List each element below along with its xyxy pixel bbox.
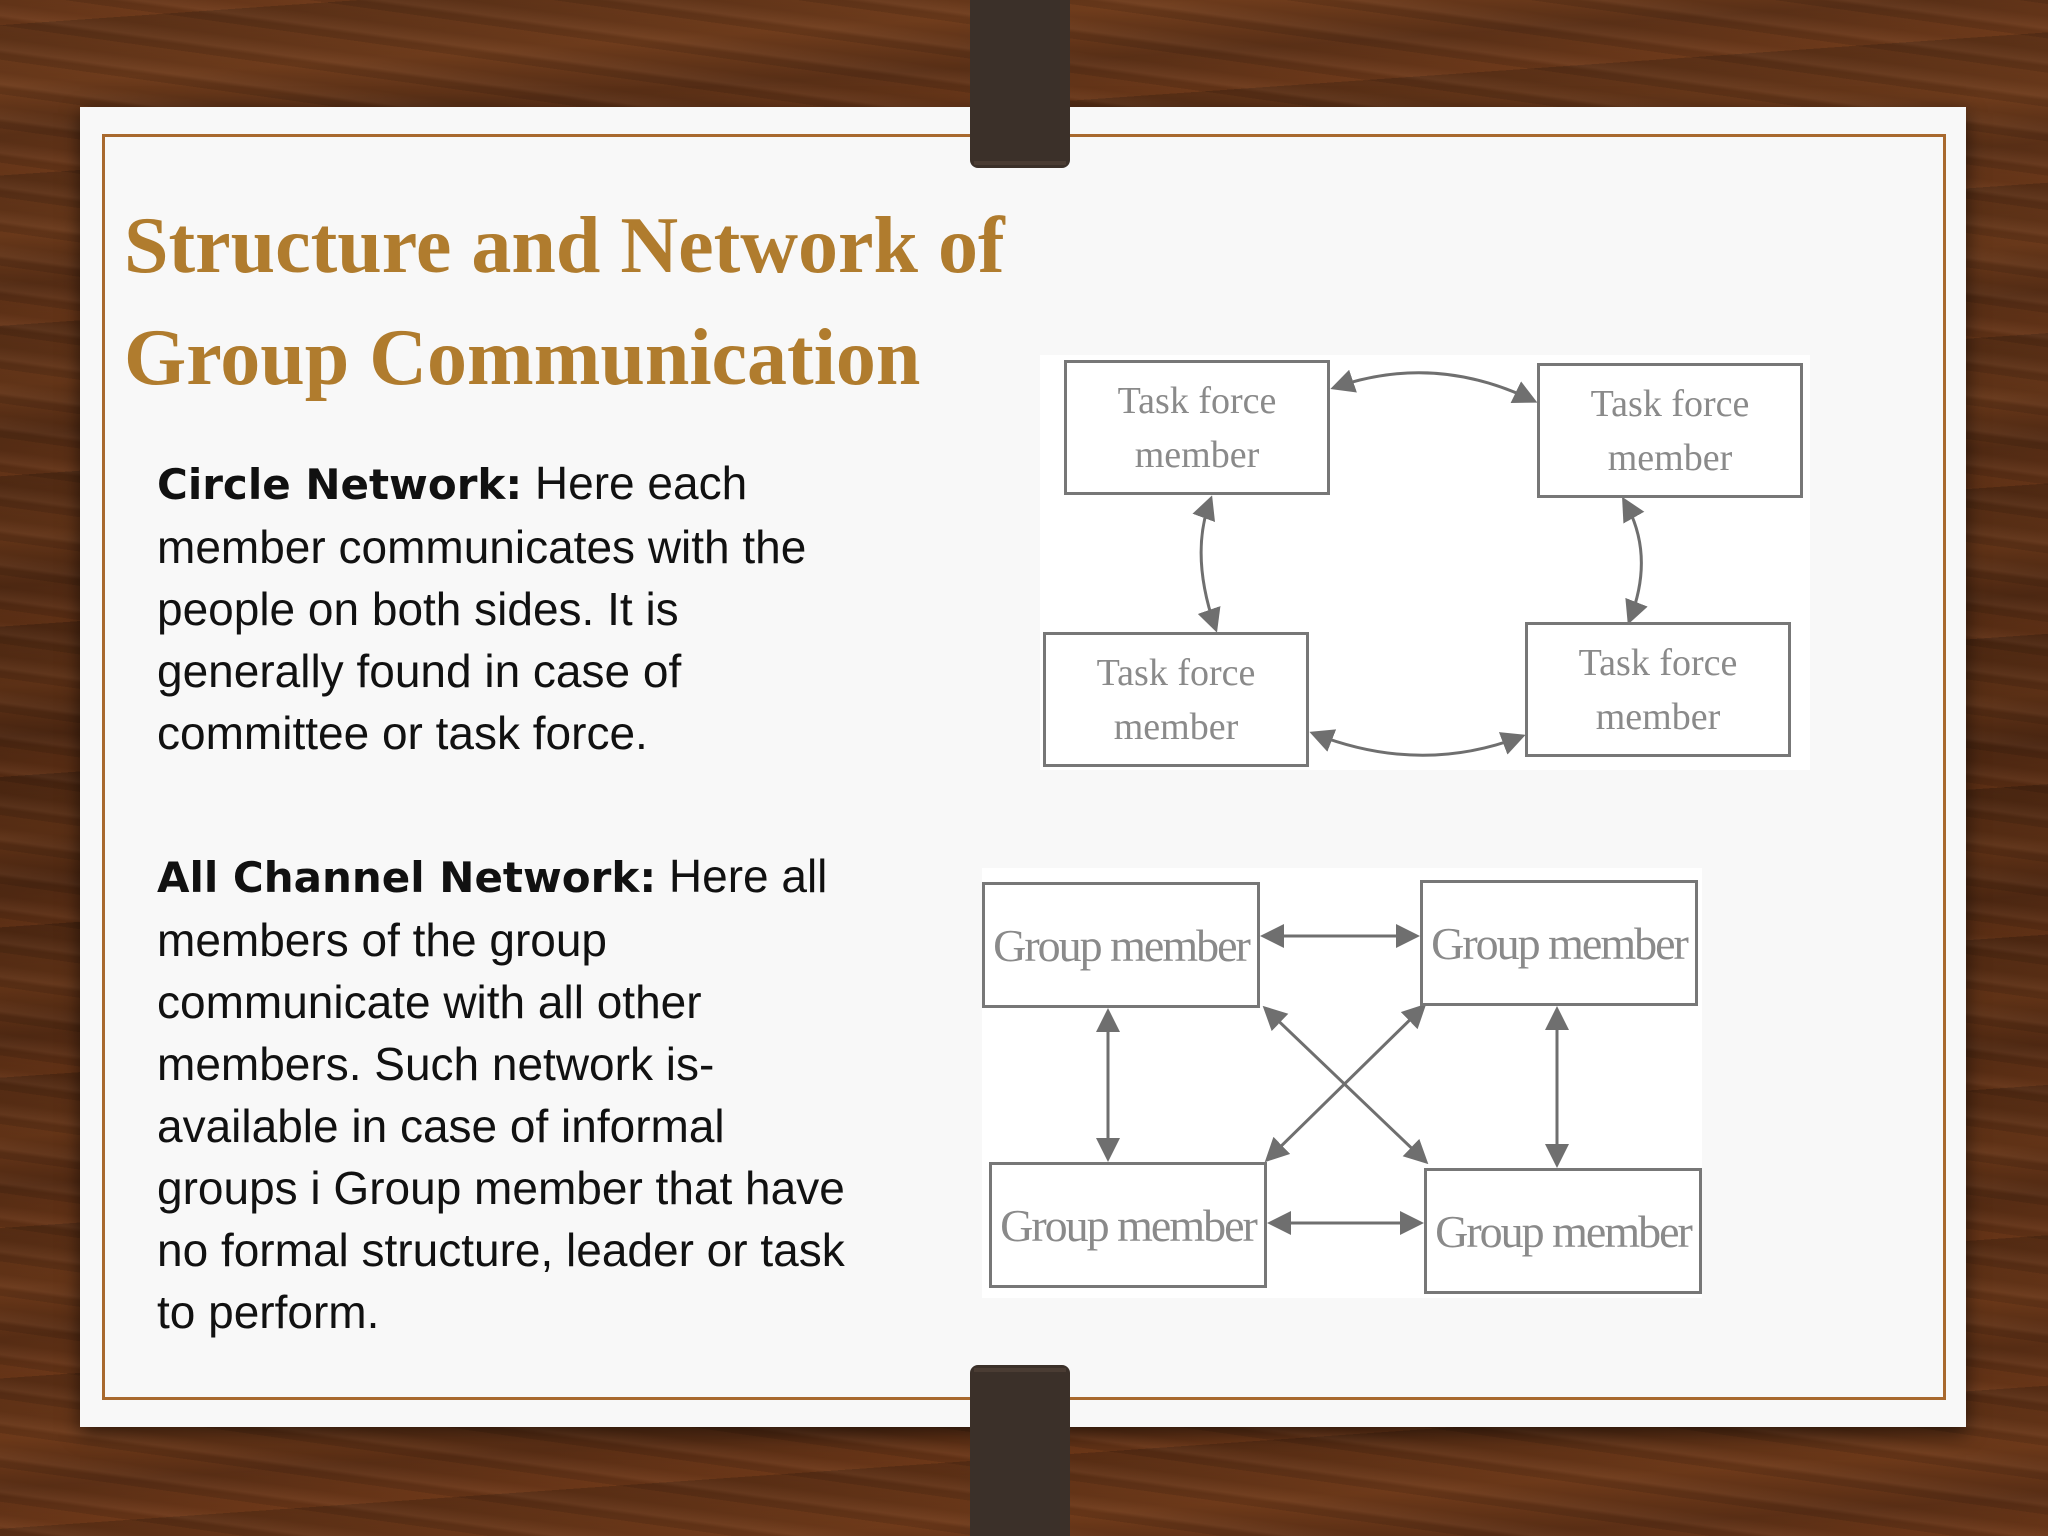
circle-network-arrows [1192, 369, 1648, 757]
arrow-top [1330, 369, 1538, 403]
top-binder-clip [970, 0, 1070, 168]
all-channel-network-diagram: Group member Group member Group member G… [982, 868, 1702, 1298]
all-channel-network-description: All Channel Network: Here all members of… [157, 845, 857, 1343]
circle-network-term: Circle Network [157, 460, 506, 509]
circle-network-text: Here each member communicates with the p… [157, 457, 807, 759]
group-member-box: Group member [989, 1162, 1267, 1288]
arrow-left [1192, 495, 1221, 633]
group-member-box: Group member [1424, 1168, 1702, 1294]
task-force-member-box: Task force member [1537, 363, 1803, 498]
task-force-member-box: Task force member [1525, 622, 1791, 757]
term-separator: : [639, 853, 657, 902]
arrow-right [1622, 496, 1648, 625]
bottom-binder-clip [970, 1365, 1070, 1536]
slide-title: Structure and Network of Group Communica… [124, 202, 1005, 402]
arrow-diagonal-up [1264, 1003, 1427, 1163]
group-member-box: Group member [1420, 880, 1698, 1006]
circle-network-diagram: Task force member Task force member Task… [1040, 355, 1810, 770]
arrow-bottom [1309, 729, 1526, 757]
term-separator: : [505, 460, 523, 509]
group-member-box: Group member [982, 882, 1260, 1008]
circle-network-description: Circle Network: Here each member communi… [157, 452, 857, 764]
all-channel-network-term: All Channel Network [157, 853, 640, 902]
all-channel-network-text: Here all members of the group communicat… [157, 850, 845, 1338]
all-channel-network-arrows [1096, 924, 1569, 1235]
task-force-member-box: Task force member [1064, 360, 1330, 495]
task-force-member-box: Task force member [1043, 632, 1309, 767]
